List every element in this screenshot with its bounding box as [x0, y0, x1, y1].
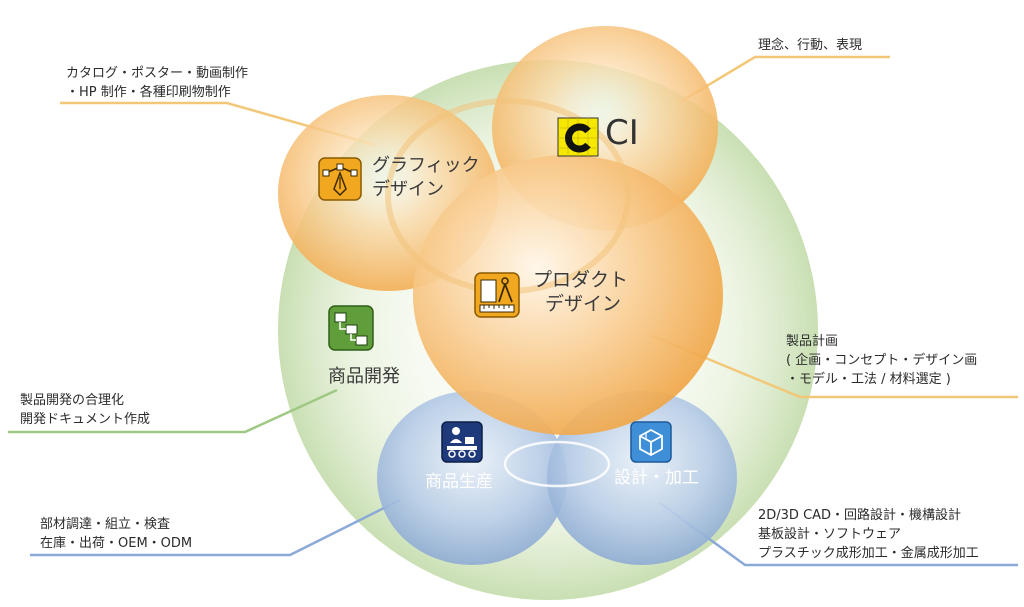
note-ci-line: 理念、行動、表現	[758, 38, 863, 53]
node-title-development: 商品開発	[328, 366, 400, 387]
node-title-graphic: グラフィック デザイン	[372, 154, 480, 202]
node-title-product-line2: デザイン	[545, 293, 622, 315]
note-development: 製品開発の合理化 開発ドキュメント作成	[20, 391, 150, 429]
node-title-graphic-line2: デザイン	[372, 179, 444, 200]
note-development-line: 開発ドキュメント作成	[20, 412, 151, 427]
ci-logo-icon	[557, 117, 599, 157]
note-product-line: 製品計画	[786, 334, 839, 349]
note-product: 製品計画 ( 企画・コンセプト・デザイン画 ・モデル・工法 / 材料選定 )	[786, 332, 977, 389]
circle-product	[413, 155, 723, 435]
node-title-graphic-line1: グラフィック	[372, 155, 480, 176]
node-title-engineering: 設計・加工	[614, 468, 699, 488]
circle-production	[377, 391, 567, 565]
node-title-ci: CI	[605, 113, 639, 153]
flowchart-icon	[328, 305, 374, 351]
note-ci: 理念、行動、表現	[758, 36, 862, 55]
cube-3d-icon	[630, 421, 672, 463]
note-graphic-line: ・HP 制作・各種印刷物制作	[66, 85, 231, 100]
note-production-line: 在庫・出荷・OEM・ODM	[40, 536, 193, 551]
node-title-product-line1: プロダクト	[533, 269, 629, 291]
leader-line-production	[30, 498, 401, 557]
node-title-product: プロダクト デザイン	[533, 268, 628, 316]
circle-link-ring	[503, 440, 611, 488]
note-production-line: 部材調達・組立・検査	[40, 517, 171, 532]
vector-pen-icon	[318, 157, 362, 201]
note-graphic: カタログ・ポスター・動画制作 ・HP 制作・各種印刷物制作	[66, 64, 248, 102]
note-development-line: 製品開発の合理化	[20, 393, 125, 408]
note-production: 部材調達・組立・検査 在庫・出荷・OEM・ODM	[40, 515, 192, 553]
node-title-production: 商品生産	[425, 472, 493, 492]
note-engineering: 2D/3D CAD・回路設計・機構設計 基板設計・ソフトウェア プラスチック成形…	[758, 506, 979, 563]
circle-engineering	[547, 391, 737, 565]
note-engineering-line: 2D/3D CAD・回路設計・機構設計	[758, 508, 962, 523]
note-engineering-line: 基板設計・ソフトウェア	[758, 527, 902, 542]
note-engineering-line: プラスチック成形加工・金属成形加工	[758, 546, 979, 561]
note-graphic-line: カタログ・ポスター・動画制作	[66, 66, 249, 81]
drafting-compass-icon	[474, 272, 520, 318]
note-product-line: ( 企画・コンセプト・デザイン画	[786, 353, 978, 368]
leader-line-development	[8, 388, 338, 434]
conveyor-worker-icon	[441, 421, 483, 463]
note-product-line: ・モデル・工法 / 材料選定 )	[786, 372, 951, 387]
